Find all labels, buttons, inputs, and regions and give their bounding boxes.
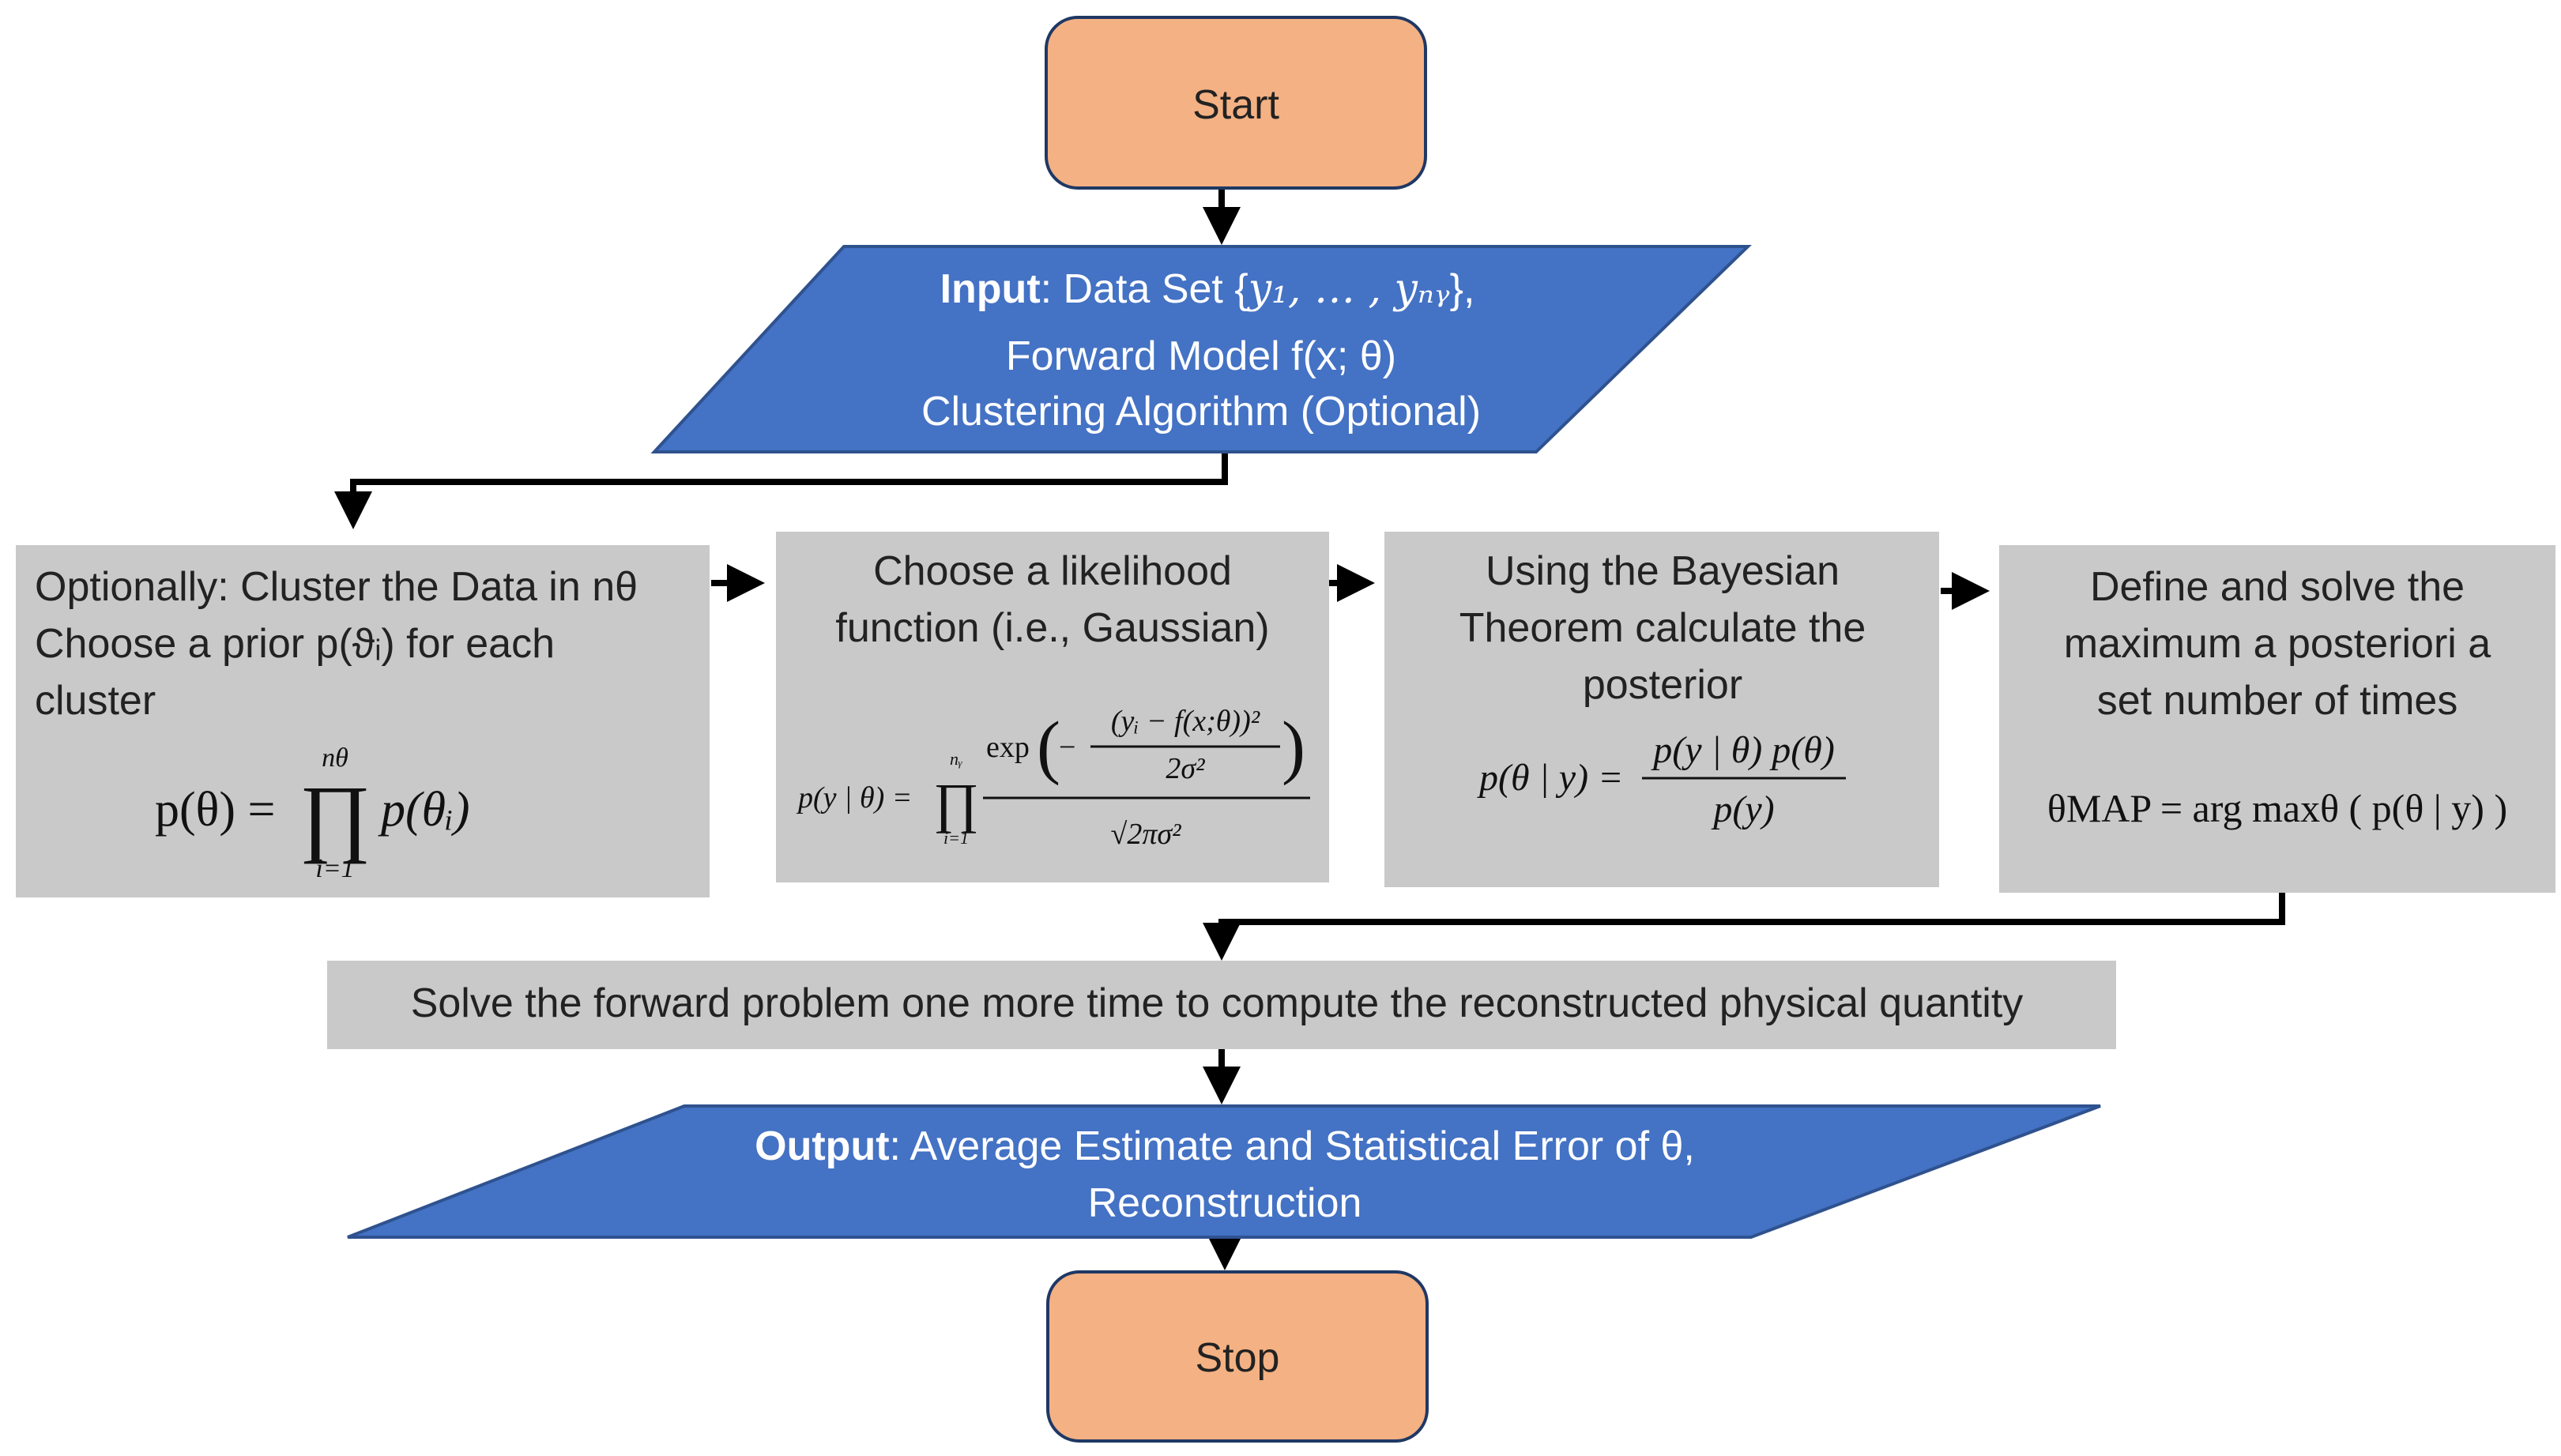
likelihood-formula-minus: −	[1059, 731, 1075, 764]
map-line-1: Define and solve the	[2090, 564, 2465, 610]
likelihood-formula-sqrt: √2πσ²	[1110, 818, 1181, 851]
map-formula: θMAP = arg maxθ ( p(θ | y) )	[2047, 786, 2507, 830]
prior-node: Optionally: Cluster the Data in nθ Choos…	[16, 545, 710, 897]
posterior-formula-den: p(y)	[1711, 788, 1774, 830]
posterior-box	[1384, 532, 1939, 887]
arrow-map-to-forward	[1203, 893, 2285, 961]
forward-box	[327, 961, 2116, 1049]
map-box	[1999, 545, 2555, 893]
map-node: Define and solve the maximum a posterior…	[1999, 545, 2555, 893]
input-node: Input: Data Set {y₁, … , yₙᵧ}, Forward M…	[650, 245, 1752, 453]
map-line-3: set number of times	[2097, 678, 2458, 724]
output-node: Output: Average Estimate and Statistical…	[347, 1104, 2101, 1239]
map-line-2: maximum a posteriori a	[2064, 621, 2491, 667]
prior-box	[16, 545, 710, 897]
input-line-1: Input: Data Set {y₁, … , yₙᵧ},	[940, 265, 1475, 313]
posterior-formula-lhs: p(θ | y) =	[1477, 757, 1623, 799]
forward-node: Solve the forward problem one more time …	[327, 961, 2116, 1049]
likelihood-line-2: function (i.e., Gaussian)	[835, 605, 1269, 651]
prior-formula-lower: i=1	[315, 854, 354, 883]
likelihood-box	[776, 532, 1329, 882]
output-shape	[347, 1104, 2101, 1239]
likelihood-formula-lhs: p(y | θ) =	[796, 781, 912, 815]
prior-line-1: Optionally: Cluster the Data in nθ	[35, 564, 638, 610]
forward-label: Solve the forward problem one more time …	[411, 980, 2024, 1026]
prior-formula-lhs: p(θ) =	[155, 783, 275, 837]
stop-node: Stop	[1046, 1270, 1429, 1443]
output-line-1: Output: Average Estimate and Statistical…	[755, 1123, 1695, 1169]
posterior-line-3: posterior	[1583, 662, 1742, 708]
prior-formula-upper: nθ	[322, 743, 348, 773]
likelihood-formula-den-inner: 2σ²	[1166, 752, 1205, 785]
posterior-node: Using the Bayesian Theorem calculate the…	[1384, 532, 1939, 887]
posterior-line-1: Using the Bayesian	[1486, 548, 1840, 594]
input-line-2: Forward Model f(x; θ)	[1006, 333, 1396, 379]
likelihood-formula-exp: exp	[986, 731, 1030, 764]
likelihood-formula-paren-open: (	[1037, 708, 1060, 786]
arrow-input-to-prior	[334, 449, 1228, 529]
output-line-2: Reconstruction	[1088, 1180, 1362, 1226]
posterior-line-2: Theorem calculate the	[1459, 605, 1866, 651]
prior-line-2: Choose a prior p(ϑᵢ) for each	[35, 621, 555, 667]
stop-label: Stop	[1196, 1335, 1280, 1381]
input-shape	[650, 245, 1752, 453]
likelihood-formula-prod: ∏	[933, 773, 979, 834]
stop-box	[1046, 1270, 1429, 1443]
prior-formula-prod: ∏	[299, 768, 371, 864]
likelihood-formula-num: (yᵢ − f(x;θ))²	[1111, 705, 1260, 738]
prior-line-3: cluster	[35, 678, 156, 724]
likelihood-node: Choose a likelihood function (i.e., Gaus…	[776, 532, 1329, 882]
input-line-3: Clustering Algorithm (Optional)	[921, 389, 1481, 435]
posterior-formula-num: p(y | θ) p(θ)	[1651, 729, 1835, 771]
likelihood-line-1: Choose a likelihood	[873, 548, 1232, 594]
start-box	[1045, 16, 1427, 190]
likelihood-formula-upper: nᵧ	[950, 749, 962, 769]
start-label: Start	[1192, 82, 1279, 128]
likelihood-formula-paren-close: )	[1282, 708, 1305, 786]
connectors	[334, 190, 2285, 1270]
likelihood-formula-lower: i=1	[943, 828, 969, 848]
prior-formula-rhs: p(θᵢ)	[378, 783, 470, 837]
start-node: Start	[1045, 16, 1427, 190]
